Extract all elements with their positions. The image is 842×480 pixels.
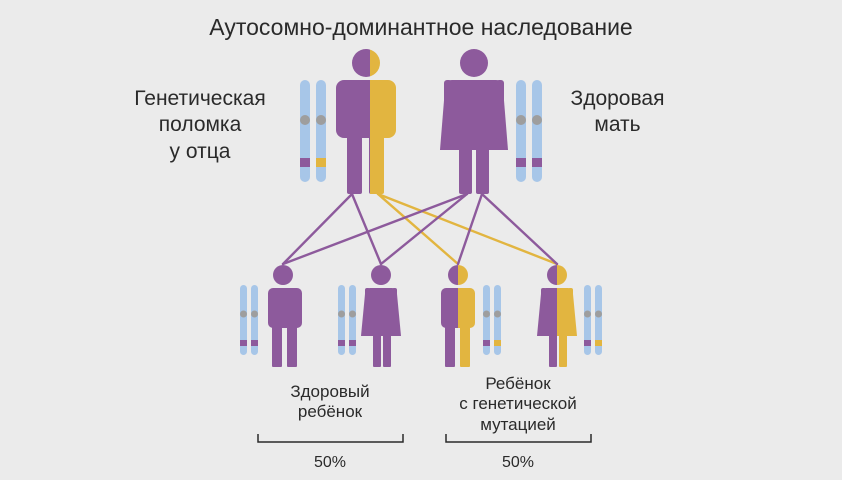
father-label: Генетическая поломка у отца [110,86,290,165]
healthy-child-label: Здоровый ребёнок [255,382,405,423]
child-affected-son-chromosomes [483,285,501,355]
father-chromosomes [300,80,326,182]
line-father-daughter1 [350,192,383,266]
line-father-son1 [281,192,354,266]
child-affected-daughter-chromosomes [584,285,602,355]
affected-bracket [445,434,592,443]
inheritance-lines [281,192,559,266]
child-healthy-son-chromosomes [240,285,258,355]
line-mother-son2 [456,192,484,266]
father-label-line-2: поломка [158,113,242,137]
affected-percent: 50% [501,454,535,471]
father-label-line-1: Генетическая [134,87,266,110]
healthy-bracket [257,434,404,443]
healthy-child-label-line-1: Здоровый [290,382,370,401]
affected-child-label-line-1: Ребёнок [485,374,551,393]
healthy-child-label-line-2: ребёнок [297,402,363,422]
affected-child-label-line-2: с генетической [459,394,577,414]
line-mother-daughter2 [480,192,559,266]
mother-figure [440,49,508,194]
line-father-daughter2 [376,192,559,266]
line-father-son2 [376,192,460,266]
child-healthy-daughter-chromosomes [338,285,356,355]
line-mother-daughter1 [379,192,469,266]
child-affected-son [441,265,475,367]
child-affected-daughter [537,265,577,367]
mother-label-line-1: Здоровая [570,87,665,110]
mother-label-line-2: мать [594,113,641,137]
line-mother-son1 [281,192,469,266]
mother-label: Здоровая мать [555,86,680,139]
affected-child-label: Ребёнок с генетической мутацией [433,374,603,435]
father-label-line-3: у отца [169,139,231,163]
healthy-percent: 50% [313,454,347,471]
child-healthy-son [268,265,302,367]
father-figure [336,49,396,194]
page-title: Аутосомно-доминантное наследование [209,14,633,40]
affected-child-label-line-3: мутацией [480,414,556,434]
mother-chromosomes [516,80,542,182]
child-healthy-daughter [361,265,401,367]
